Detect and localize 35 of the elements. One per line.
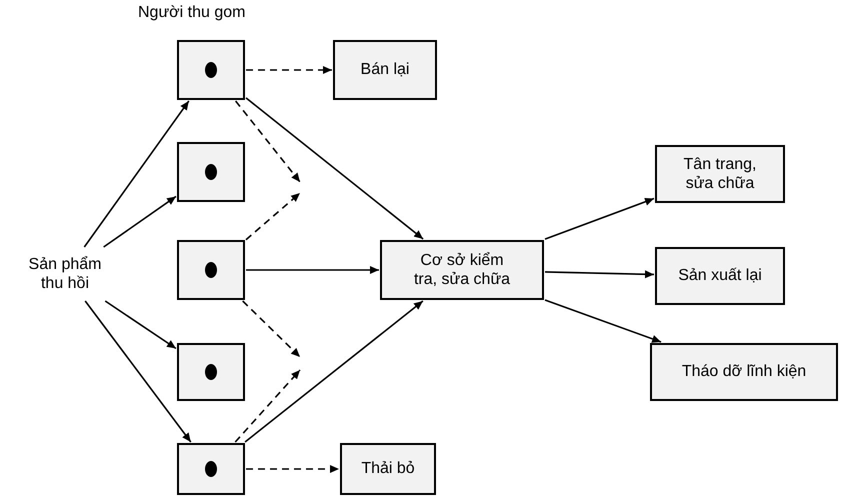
arrow [544,299,662,343]
box-label: Tân trang, sửa chữa [682,154,758,194]
arrow [103,196,176,248]
dashed-arrow [246,66,332,74]
dashed-arrow [245,192,301,240]
arrow [544,270,654,278]
column-heading: Người thu gom [138,4,246,22]
box-label: Sản xuất lại [678,266,762,286]
arrow [246,266,379,274]
dashed-arrow [242,300,301,358]
box-label: Tháo dỡ lĩnh kiện [682,362,806,382]
arrow [544,198,654,240]
dashed-arrow [235,100,301,182]
arrow [244,300,424,443]
process-box [650,343,838,401]
process-box [655,247,785,305]
arrow [84,300,192,442]
box-label: Thải bỏ [361,459,415,479]
collector-box [177,40,245,100]
process-box [655,145,785,203]
process-box [340,443,436,495]
box-label: Cơ sở kiểm tra, sửa chữa [412,250,512,290]
collector-box [177,343,245,401]
collector-box [177,142,245,202]
process-box [333,40,437,100]
arrow [84,100,190,248]
collector-box [177,443,245,495]
arrow [246,97,424,240]
arrow [104,300,176,350]
dashed-arrow [246,465,339,473]
box-label: Bán lại [360,60,410,80]
collector-box [177,240,245,300]
dashed-arrow [234,369,301,443]
process-box [380,240,544,300]
source-label: Sản phẩm thu hồi [28,254,102,294]
